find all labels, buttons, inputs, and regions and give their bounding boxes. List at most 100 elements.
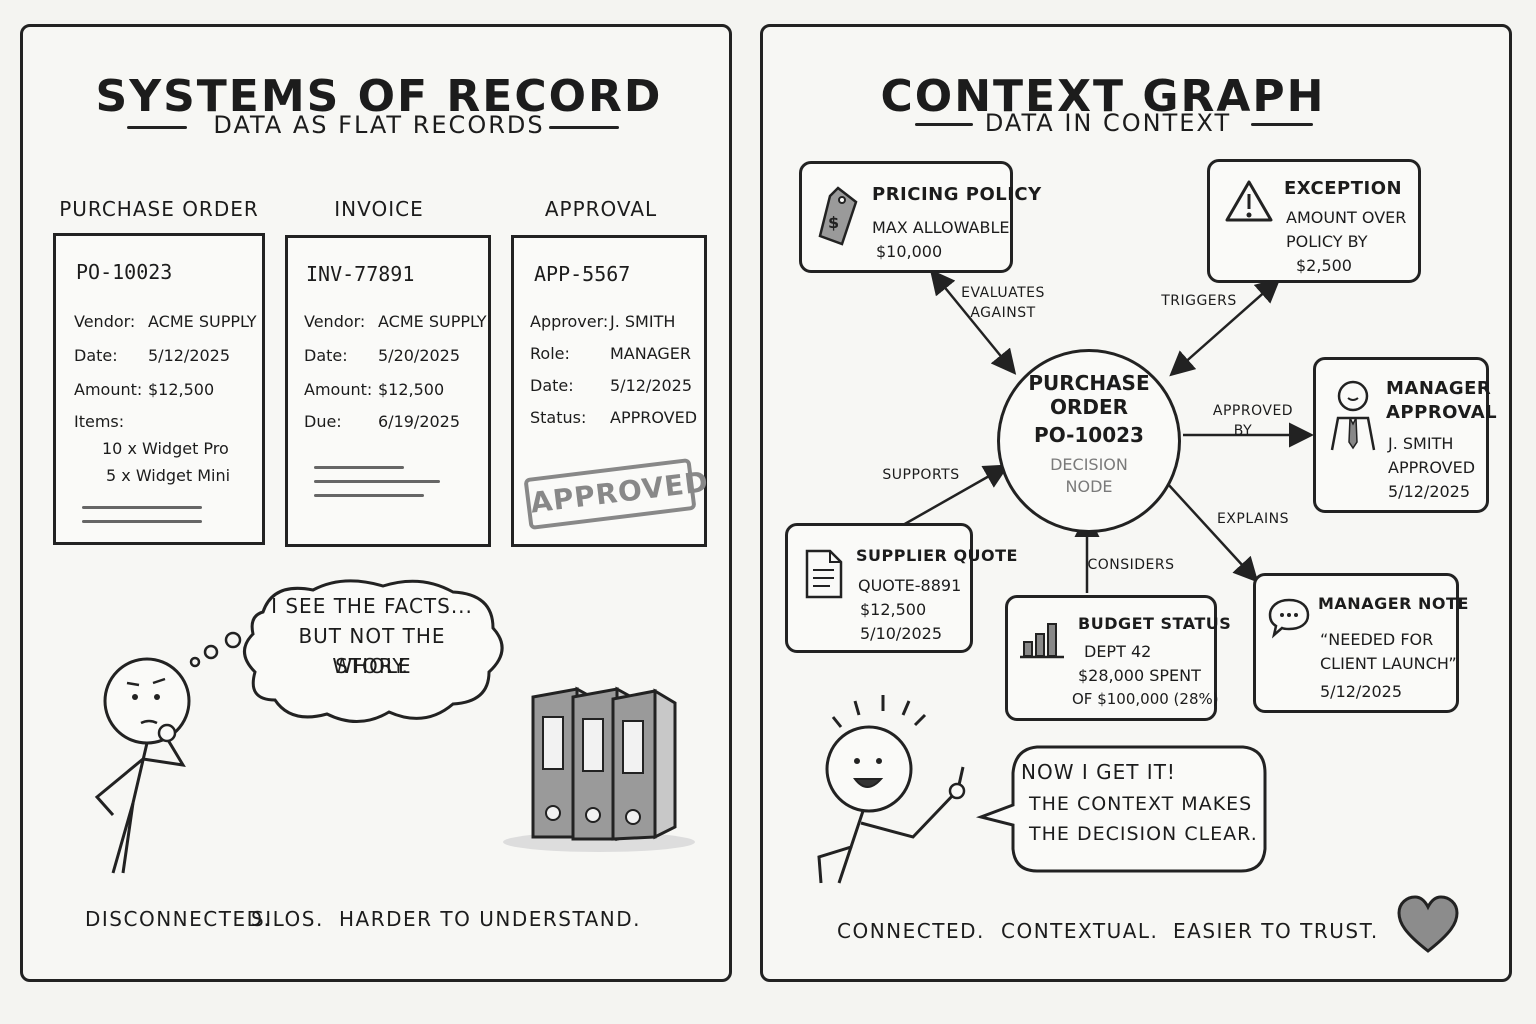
document-id: INV-77891 bbox=[306, 262, 415, 286]
document-invoice: INV-77891 Vendor:ACME SUPPLY Date:5/20/2… bbox=[285, 235, 491, 547]
speech-bubble bbox=[975, 745, 1267, 873]
edge-label-considers: CONSIDERS bbox=[1087, 557, 1175, 573]
field-amount: Amount:$12,500 bbox=[304, 380, 445, 399]
field-date: Date:5/12/2025 bbox=[74, 346, 231, 365]
confused-stick-figure bbox=[94, 657, 191, 874]
price-tag-icon: $ bbox=[818, 186, 858, 246]
decision-node-id: PO-10023 bbox=[1034, 423, 1144, 447]
node-title: MANAGER NOTE bbox=[1318, 594, 1469, 613]
node-supplier-quote: SUPPLIER QUOTE QUOTE-8891 $12,500 5/10/2… bbox=[785, 523, 1017, 653]
edge-label-evaluates-1: EVALUATES bbox=[961, 285, 1045, 301]
node-line: MAX ALLOWABLE bbox=[872, 218, 1010, 237]
thought-bubble bbox=[189, 579, 504, 724]
speech-text-1: NOW I GET IT! bbox=[1021, 760, 1176, 784]
decision-node-line-2: ORDER bbox=[1049, 395, 1129, 419]
edge-label-approved-by-1: APPROVED bbox=[1212, 403, 1294, 419]
node-line: 5/10/2025 bbox=[860, 624, 943, 643]
edge-label-triggers: TRIGGERS bbox=[1161, 293, 1237, 309]
decision-node bbox=[997, 349, 1181, 533]
node-exception: EXCEPTION AMOUNT OVER POLICY BY $2,500 bbox=[1207, 159, 1421, 283]
decision-node-sub-2: NODE bbox=[1065, 477, 1113, 496]
node-manager-note: MANAGER NOTE “NEEDED FOR CLIENT LAUNCH” … bbox=[1253, 573, 1468, 713]
edge-label-supports: SUPPORTS bbox=[882, 467, 960, 483]
node-line: $12,500 bbox=[860, 600, 927, 619]
node-title: APPROVAL bbox=[1386, 402, 1498, 423]
bar-chart-icon bbox=[1020, 623, 1064, 659]
right-subtitle-rule-right bbox=[1251, 123, 1313, 126]
document-purchase-order: PO-10023 Vendor:ACME SUPPLY Date:5/12/20… bbox=[53, 233, 265, 545]
edge-label-evaluates-2: AGAINST bbox=[970, 305, 1036, 321]
item-line: 10 x Widget Pro bbox=[102, 439, 229, 458]
heart-icon bbox=[1397, 895, 1459, 953]
field-due: Due:6/19/2025 bbox=[304, 412, 461, 431]
right-tagline-3: EASIER TO TRUST. bbox=[1173, 919, 1379, 943]
right-tagline-1: CONNECTED. bbox=[837, 919, 985, 943]
approved-stamp: APPROVED bbox=[523, 457, 711, 531]
node-title: SUPPLIER QUOTE bbox=[856, 546, 1018, 565]
item-line: 5 x Widget Mini bbox=[106, 466, 231, 485]
graph-edges bbox=[902, 269, 1314, 593]
svg-text:$: $ bbox=[828, 213, 839, 232]
node-line: J. SMITH bbox=[1388, 434, 1454, 453]
edge-evaluates bbox=[929, 269, 1017, 375]
field-approver: Approver:J. SMITH bbox=[530, 312, 676, 331]
node-line: QUOTE-8891 bbox=[858, 576, 962, 595]
right-subtitle: DATA IN CONTEXT bbox=[984, 109, 1232, 137]
placeholder-line bbox=[82, 506, 202, 509]
edge-label-approved-by-2: BY bbox=[1233, 423, 1253, 439]
field-items: Items: bbox=[74, 412, 125, 431]
happy-stick-figure bbox=[817, 695, 966, 884]
node-line: AMOUNT OVER bbox=[1286, 208, 1407, 227]
right-tagline-2: CONTEXTUAL. bbox=[1001, 919, 1159, 943]
node-manager-approval: MANAGER APPROVAL J. SMITH APPROVED 5/12/… bbox=[1313, 357, 1497, 513]
decision-node-line-1: PURCHASE bbox=[1028, 371, 1150, 395]
node-line: 5/12/2025 bbox=[1388, 482, 1471, 501]
edge-supports bbox=[902, 464, 1010, 527]
node-title: MANAGER bbox=[1386, 378, 1492, 399]
warning-icon bbox=[1225, 180, 1273, 222]
left-title: SYSTEMS OF RECORD bbox=[95, 71, 663, 122]
left-tagline-3: HARDER TO UNDERSTAND. bbox=[339, 907, 642, 931]
document-approval: APP-5567 Approver:J. SMITH Role:MANAGER … bbox=[511, 235, 711, 547]
node-budget-status: BUDGET STATUS DEPT 42 $28,000 SPENT OF $… bbox=[1005, 595, 1231, 721]
document-id: PO-10023 bbox=[76, 260, 173, 284]
field-date: Date:5/12/2025 bbox=[530, 376, 693, 395]
right-title: CONTEXT GRAPH bbox=[880, 71, 1326, 122]
document-icon bbox=[805, 549, 843, 599]
node-pricing-policy: $ PRICING POLICY MAX ALLOWABLE $10,000 bbox=[799, 161, 1041, 273]
node-line: $28,000 SPENT bbox=[1078, 666, 1201, 685]
left-subtitle-rule-left bbox=[127, 126, 187, 129]
right-subtitle-rule-left bbox=[915, 123, 973, 126]
node-title: PRICING POLICY bbox=[872, 184, 1042, 205]
field-vendor: Vendor:ACME SUPPLY bbox=[74, 312, 257, 331]
document-id: APP-5567 bbox=[534, 262, 631, 286]
speech-text-2: THE CONTEXT MAKES bbox=[1029, 793, 1253, 815]
field-date: Date:5/20/2025 bbox=[304, 346, 461, 365]
placeholder-line bbox=[314, 494, 424, 497]
left-subtitle-rule-right bbox=[549, 126, 619, 129]
doc-heading-invoice: INVOICE bbox=[334, 197, 424, 221]
thought-text-2: BUT NOT THE WHOLE bbox=[298, 624, 446, 678]
node-title: BUDGET STATUS bbox=[1078, 614, 1232, 633]
edge-triggers bbox=[1169, 277, 1281, 377]
thought-text-3: STORY. bbox=[335, 654, 409, 678]
node-line: OF $100,000 (28%) bbox=[1072, 690, 1219, 708]
thought-text-1: I SEE THE FACTS... bbox=[271, 594, 473, 618]
field-role: Role:MANAGER bbox=[530, 344, 692, 363]
speech-text-3: THE DECISION CLEAR. bbox=[1029, 823, 1258, 845]
field-status: Status:APPROVED bbox=[530, 408, 698, 427]
node-title: EXCEPTION bbox=[1284, 178, 1403, 199]
node-line: 5/12/2025 bbox=[1320, 682, 1403, 701]
edge-label-explains: EXPLAINS bbox=[1216, 511, 1290, 527]
doc-heading-purchase-order: PURCHASE ORDER bbox=[59, 197, 259, 221]
person-icon bbox=[1330, 380, 1376, 451]
left-panel: SYSTEMS OF RECORD DATA AS FLAT RECORDS P… bbox=[20, 24, 732, 982]
node-line: $10,000 bbox=[876, 242, 943, 261]
right-panel: CONTEXT GRAPH DATA IN CONTEXT EVALUATES … bbox=[760, 24, 1512, 982]
left-tagline-2: SILOS. bbox=[251, 907, 324, 931]
placeholder-line bbox=[82, 520, 202, 523]
field-amount: Amount:$12,500 bbox=[74, 380, 215, 399]
placeholder-line bbox=[314, 466, 404, 469]
node-line: CLIENT LAUNCH” bbox=[1320, 654, 1457, 673]
placeholder-line bbox=[314, 480, 440, 483]
